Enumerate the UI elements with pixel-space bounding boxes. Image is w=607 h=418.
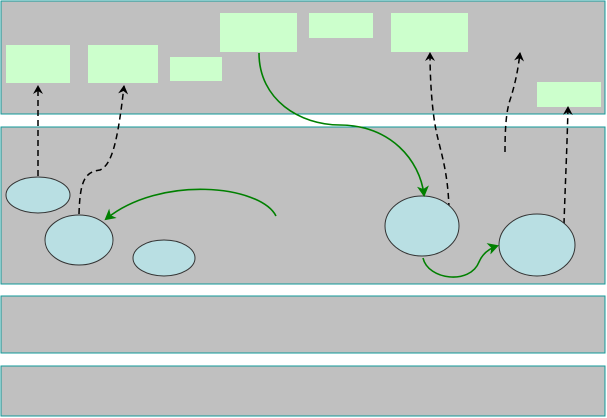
node [44,214,114,266]
box [391,13,468,52]
green-arrow [258,52,429,197]
green-arrow [422,243,499,278]
node [132,239,196,277]
dashed-arrow [562,106,573,225]
node [498,213,576,277]
dependency-arrows [33,52,573,225]
dashed-arrow [425,52,450,210]
panel-lower-2 [0,365,606,417]
node [5,176,71,214]
box [537,82,601,107]
green-arrow [104,188,277,221]
green-boxes [6,13,601,107]
box [6,45,70,83]
dashed-arrow [78,85,129,215]
nodes [5,176,576,277]
box [220,13,297,52]
box [88,45,158,83]
flow-arrows [104,52,499,278]
dashed-arrow [504,52,525,153]
panel-lower-1 [0,295,606,354]
box [309,13,373,38]
node [384,195,460,257]
box [170,57,222,81]
